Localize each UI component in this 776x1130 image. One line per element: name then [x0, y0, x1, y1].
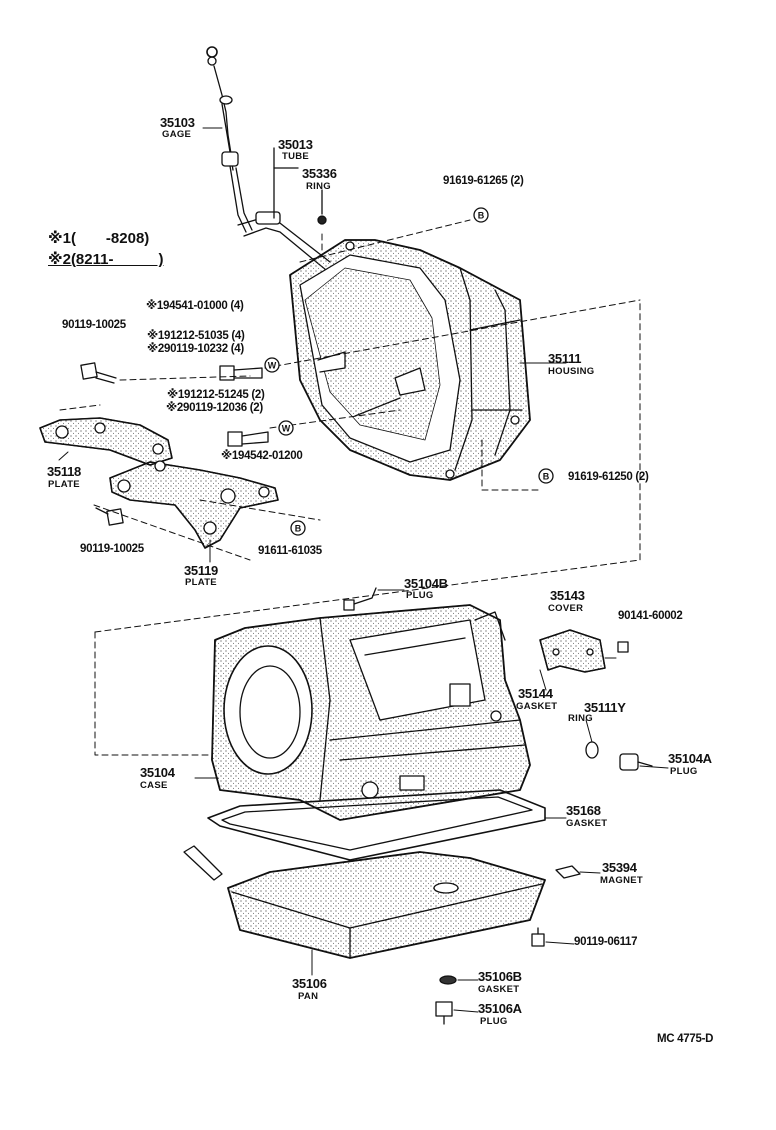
bolt-b-top-qty: (2) — [510, 175, 524, 187]
note-1: ※194541-01000 (4) — [146, 300, 244, 312]
gage-name: GAGE — [162, 129, 192, 140]
oil-pan — [183, 845, 546, 959]
filler-tube — [237, 147, 331, 271]
ring-top — [317, 189, 327, 225]
diagram-code: MC 4775-D — [657, 1033, 714, 1045]
legend-mark-1: ※1 — [48, 230, 71, 247]
cover-number: 35143 — [550, 588, 585, 603]
converter-housing — [289, 239, 531, 481]
bolt-left-top-number: 90119-10025 — [62, 319, 126, 331]
note-3: ※290119-10232 (4) — [147, 343, 244, 355]
magnet-number: 35394 — [602, 860, 637, 875]
cover-name: COVER — [548, 603, 584, 614]
b-marker-top: B — [473, 207, 489, 223]
legend-range-1: ( -8208) — [70, 230, 150, 247]
bolt-b-bottom-number: 91611-61035 — [258, 545, 322, 557]
ring-top-number: 35336 — [302, 166, 337, 181]
b-marker-bottom: B — [290, 520, 306, 536]
gasket-drain-name: GASKET — [478, 984, 520, 995]
bolt-b-top-number: 91619-61265 — [443, 175, 508, 187]
ring-case-name: RING — [568, 713, 593, 724]
legend-line-2: ※2(8211- ) — [48, 252, 163, 267]
b-marker-right: B — [538, 468, 554, 484]
gasket-cover-name: GASKET — [516, 701, 558, 712]
gasket-35106b — [439, 975, 457, 985]
plug-a-number: 35104A — [668, 751, 712, 766]
note-6: ※194542-01200 — [221, 450, 303, 462]
bolt-left-top — [80, 362, 117, 384]
cover-35143 — [539, 629, 606, 673]
plate-a-number: 35118 — [47, 464, 81, 479]
bolt-pan — [531, 927, 545, 947]
w-marker-top: W — [264, 357, 280, 373]
label-leaders — [58, 127, 669, 1013]
gasket-pan-name: GASKET — [566, 818, 608, 829]
plate-b-number: 35119 — [184, 563, 218, 578]
transmission-case — [211, 604, 531, 821]
plug-b-name: PLUG — [406, 590, 434, 601]
tube-number: 35013 — [278, 137, 313, 152]
b-marker-bottom-text: B — [295, 524, 302, 534]
plug-35106a — [435, 1001, 453, 1025]
pan-name: PAN — [298, 991, 319, 1002]
plug-drain-number: 35106A — [478, 1001, 522, 1016]
w-marker-bottom: W — [278, 420, 294, 436]
bolt-cover — [617, 641, 629, 653]
bolt-pan-number: 90119-06117 — [574, 936, 638, 948]
plug-drain-name: PLUG — [480, 1016, 508, 1027]
bolt-left-bottom — [95, 507, 124, 526]
ring-case-number: 35111Y — [584, 700, 626, 715]
b-marker-top-text: B — [478, 211, 485, 221]
bolt-b-right-number: 91619-61250 — [568, 471, 633, 483]
legend-mark-2: ※2 — [48, 251, 71, 268]
plug-35104a — [619, 753, 653, 771]
b-marker-right-text: B — [543, 472, 550, 482]
housing-number: 35111 — [548, 351, 582, 366]
bolt-cover-number: 90141-60002 — [618, 610, 683, 622]
plug-35104b — [343, 587, 377, 611]
plate-a-name: PLATE — [48, 479, 80, 490]
bolt-left-bottom-number: 90119-10025 — [80, 543, 144, 555]
bolt-b-right-qty: (2) — [635, 471, 649, 483]
magnet-name: MAGNET — [600, 875, 643, 886]
legend-line-1: ※1( -8208) — [48, 231, 149, 246]
note-4: ※191212-51245 (2) — [167, 389, 265, 401]
plate-b-name: PLATE — [185, 577, 217, 588]
gasket-drain-number: 35106B — [478, 969, 522, 984]
gasket-pan-number: 35168 — [566, 803, 601, 818]
pan-gasket — [207, 789, 546, 861]
gasket-cover-number: 35144 — [518, 686, 553, 701]
plate-35118 — [39, 417, 173, 466]
case-name: CASE — [140, 780, 168, 791]
tube-name: TUBE — [282, 151, 310, 162]
plate-35119 — [109, 460, 279, 549]
note-5: ※290119-12036 (2) — [166, 402, 263, 414]
dipstick-gage — [206, 46, 253, 233]
w-marker-top-text: W — [268, 361, 277, 371]
plug-a-name: PLUG — [670, 766, 698, 777]
bolt-b-right-label: 91619-61250 (2) — [568, 471, 649, 484]
pan-number: 35106 — [292, 976, 327, 991]
w-marker-bottom-text: W — [282, 424, 291, 434]
bolt-mid-2 — [227, 431, 269, 447]
case-number: 35104 — [140, 765, 175, 780]
ring-top-name: RING — [306, 181, 331, 192]
housing-name: HOUSING — [548, 366, 595, 377]
gage-number: 35103 — [160, 115, 195, 130]
magnet — [555, 865, 581, 879]
note-2: ※191212-51035 (4) — [147, 330, 245, 342]
legend-range-2: (8211- ) — [70, 251, 164, 268]
plug-b-number: 35104B — [404, 576, 448, 591]
bolt-b-top-label: 91619-61265 (2) — [443, 175, 524, 188]
